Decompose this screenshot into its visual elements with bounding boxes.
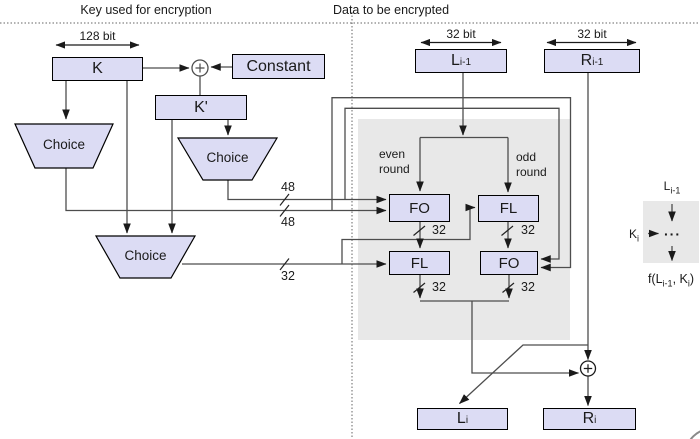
mini-key-label: Ki [629, 227, 639, 243]
choice1-48bit-bus [65, 168, 387, 215]
round-function-panel [358, 119, 570, 340]
bus-fl-odd-label: 32 [521, 223, 535, 237]
r-width-label: 32 bit [577, 27, 607, 41]
odd-round-label-1: odd [516, 150, 537, 164]
mini-f-p0: f(L [647, 272, 663, 286]
fl-odd-label: FL [499, 200, 518, 217]
r-out-base: R [582, 410, 595, 427]
fo-odd-box: FO [480, 251, 538, 275]
r-out-sub: i [594, 415, 597, 426]
bus-slash-marks [279, 193, 515, 293]
k-prime-box: K' [155, 95, 247, 120]
xor-round-output [579, 360, 597, 377]
mini-top-base: L [663, 179, 671, 193]
fo-even-label: FO [409, 199, 430, 217]
choice2-label: Choice [206, 150, 249, 165]
key-width-label: 128 bit [79, 29, 116, 43]
l-in-base: L [450, 52, 460, 69]
choice3-shape [94, 235, 197, 279]
r-in-base: R [580, 52, 593, 69]
odd-round-label-2: round [516, 165, 547, 179]
bus-fl-even-label: 32 [432, 280, 446, 294]
mini-f-label: f(Li-1, Ki) [631, 272, 700, 289]
bit-width-arrows [55, 38, 637, 49]
bus-32-label: 32 [281, 269, 295, 283]
l-out-sub: i [465, 415, 469, 426]
constant-box: Constant [232, 54, 325, 79]
r-in-sub: i-1 [592, 57, 604, 68]
fl-even-label: FL [410, 254, 429, 272]
connection-lines [62, 63, 676, 407]
fo-odd-label: FO [498, 254, 520, 272]
fl-even-box: FL [389, 251, 450, 275]
fl-odd-box: FL [478, 195, 539, 222]
choice1-shape [14, 123, 114, 169]
mini-key-sub: i [637, 233, 640, 244]
left-section-title: Key used for encryption [80, 3, 212, 17]
mini-top-sub: i-1 [670, 185, 681, 196]
k-box-label: K [92, 60, 103, 77]
mini-top-label: Li-1 [652, 179, 692, 195]
constant-box-label: Constant [246, 57, 311, 75]
mini-f-p4: ) [689, 272, 695, 286]
l-out-base: L [456, 410, 466, 427]
section-divider-lines [0, 12, 700, 439]
choice3-label: Choice [124, 248, 167, 263]
bus-48-lower-label: 48 [281, 215, 295, 229]
l-in-sub: i-1 [459, 57, 472, 68]
fo-even-box: FO [389, 194, 450, 222]
right-section-title: Data to be encrypted [332, 3, 450, 17]
choice2-shape [176, 137, 279, 181]
swap-to-l-out-line [459, 344, 588, 404]
k-box: K [52, 57, 143, 81]
even-round-label-1: even [379, 147, 406, 161]
mini-f-p1: i-1 [662, 278, 673, 289]
48bit-wrap-to-fo-odd-outer [331, 97, 572, 272]
choice2-48bit-bus [227, 180, 387, 204]
mini-dots: ··· [664, 226, 681, 242]
l-width-label: 32 bit [446, 27, 476, 41]
k-prime-box-label: K' [194, 98, 208, 116]
32bit-branch-to-fl-odd [341, 203, 476, 264]
48bit-wrap-to-fo-odd-inner [344, 107, 560, 263]
choice-trapezoids [14, 123, 279, 279]
bus-fo-odd-label: 32 [521, 280, 535, 294]
mini-f-p2: , K [672, 272, 688, 286]
corner-arc-decoration [689, 430, 700, 439]
xor-key-constant [191, 59, 209, 77]
choice1-label: Choice [42, 137, 86, 152]
mini-key-base: K [629, 227, 638, 241]
bus-fo-even-label: 32 [432, 223, 446, 237]
f-output-to-xor-line [471, 301, 580, 377]
even-round-label-2: round [379, 162, 410, 176]
mini-f-p3: i [687, 278, 690, 289]
bus-48-upper-label: 48 [281, 180, 295, 194]
